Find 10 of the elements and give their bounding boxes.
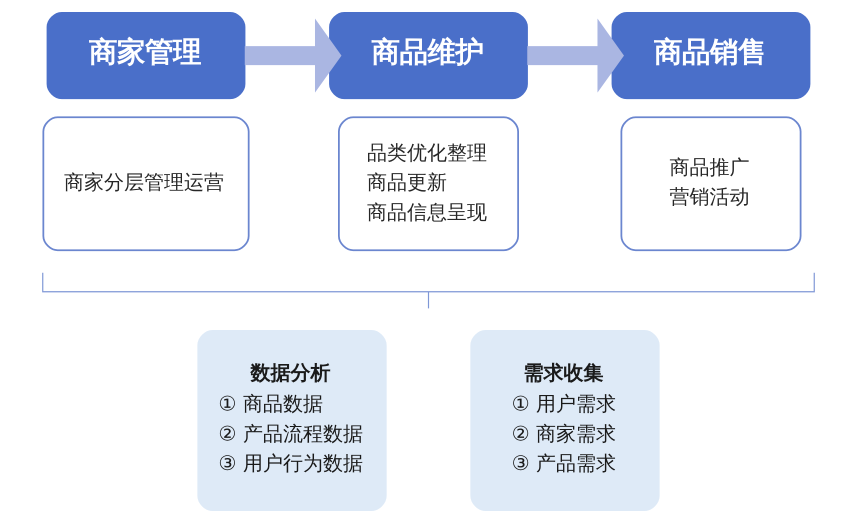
node-box: 商品维护 <box>328 12 528 100</box>
node-box: 商家分层管理运营 <box>42 116 250 252</box>
arrow <box>526 18 624 93</box>
node-box: 数据分析 ① 商品数据 ② 产品流程数据 ③ 用户行为数据 <box>196 330 386 512</box>
node-box: 商品推广 营销活动 <box>620 116 801 252</box>
node-box: 品类优化整理 商品更新 商品信息呈现 <box>338 116 518 252</box>
arrow <box>244 18 341 93</box>
node-box: 商家管理 <box>46 12 245 100</box>
node-box: 商品销售 <box>611 12 810 100</box>
node-box: 需求收集 ① 用户需求 ② 商家需求 ③ 产品需求 <box>470 330 660 512</box>
